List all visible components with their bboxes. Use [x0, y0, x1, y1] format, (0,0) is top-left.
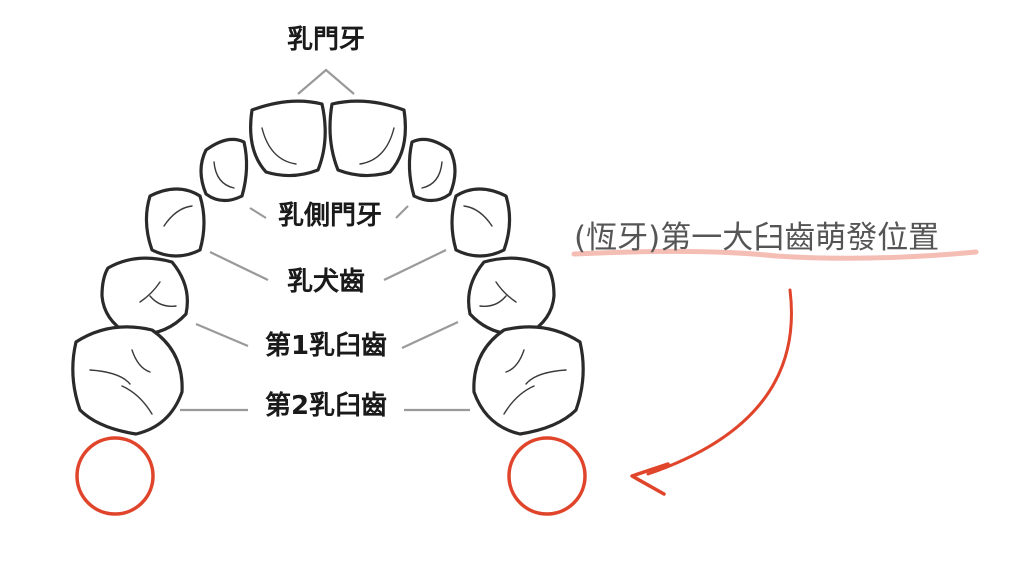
- label-central-incisor: 乳門牙: [287, 25, 365, 55]
- label-lateral-incisor: 乳側門牙: [278, 201, 382, 231]
- tooth-groove: [139, 281, 177, 307]
- leader-lateral-left: [249, 207, 267, 219]
- annotation-underline: [571, 248, 979, 261]
- tooth-groove: [463, 205, 493, 227]
- leader-lateral-right: [395, 205, 409, 219]
- tooth-first-molar-left: [100, 256, 189, 337]
- label-second-molar: 第2乳臼齒: [265, 390, 387, 421]
- label-first-molar: 第1乳臼齒: [265, 330, 387, 361]
- annotation-text: (恆牙)第一大臼齒萌發位置: [574, 220, 939, 256]
- eruption-position-circle-left: [75, 436, 155, 516]
- tooth-groove: [503, 349, 567, 415]
- tooth-lateral-incisor-right: [407, 137, 457, 203]
- tooth-groove: [213, 161, 235, 189]
- label-canine: 乳犬齒: [287, 267, 365, 297]
- tooth-groove: [421, 161, 443, 189]
- tooth-second-molar-left: [71, 325, 184, 436]
- annotation-arrow: [646, 288, 793, 476]
- leader-first-molar-right: [401, 321, 459, 349]
- tooth-central-incisor-left: [249, 99, 327, 178]
- tooth-groove: [163, 205, 193, 227]
- arrow-head-icon: [630, 462, 670, 496]
- tooth-groove: [89, 349, 153, 415]
- tooth-groove: [479, 281, 517, 307]
- leader-canine-left: [209, 251, 269, 281]
- tooth-groove: [261, 127, 297, 165]
- teeth-left: [71, 99, 327, 436]
- tooth-second-molar-right: [472, 325, 585, 436]
- tooth-central-incisor-right: [328, 99, 407, 178]
- leader-first-molar-left: [195, 322, 249, 348]
- leader-canine-right: [383, 249, 447, 281]
- tooth-first-molar-right: [467, 256, 556, 337]
- tooth-groove: [359, 127, 395, 165]
- tooth-lateral-incisor-left: [199, 137, 249, 203]
- teeth-right: [328, 99, 585, 436]
- tooth-canine-left: [144, 187, 206, 258]
- eruption-position-circle-right: [507, 436, 587, 516]
- tooth-canine-right: [450, 187, 512, 258]
- leader-central: [297, 68, 355, 95]
- leader-lines: [180, 68, 470, 412]
